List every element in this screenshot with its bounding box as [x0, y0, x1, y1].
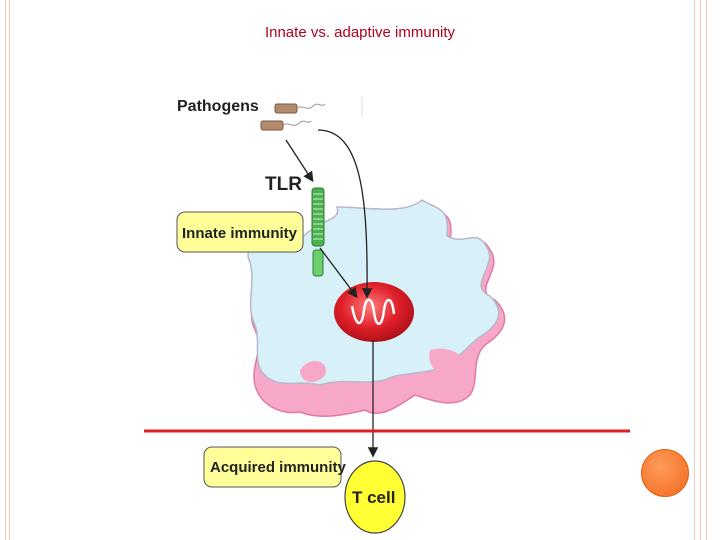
tlr-label: TLR — [265, 174, 302, 195]
cell-pink-patch — [300, 360, 326, 382]
pathogen-icon — [260, 120, 284, 131]
decorative-orange-circle — [641, 449, 689, 497]
tlr-receptor-top — [311, 187, 325, 247]
slide-title: Innate vs. adaptive immunity — [264, 24, 456, 41]
innate-immunity-box — [176, 211, 304, 253]
pathogen-flagellum — [282, 120, 312, 126]
arrow-pathogen-to-tlr — [285, 139, 314, 183]
arrow-tlr-to-nucleus — [319, 247, 358, 299]
pathogens-label: Pathogens — [177, 98, 259, 115]
tlr-receptor-stripes — [313, 193, 323, 240]
acquired-immunity-label: Acquired immunity — [210, 459, 347, 476]
tlr-receptor-bottom — [312, 249, 324, 277]
right-border-decoration — [690, 0, 720, 540]
dna-squiggle — [350, 298, 396, 325]
innate-immunity-label: Innate immunity — [182, 225, 298, 242]
cell-pink-patch — [429, 348, 463, 375]
arrow-pathogen-to-nucleus — [317, 129, 373, 299]
acquired-immunity-box — [203, 446, 342, 488]
pathogen-flagellum — [296, 103, 326, 109]
t-cell — [344, 460, 406, 534]
pathogen-icon — [274, 103, 298, 114]
left-border-decoration — [0, 0, 10, 540]
t-cell-label: T cell — [352, 488, 395, 507]
